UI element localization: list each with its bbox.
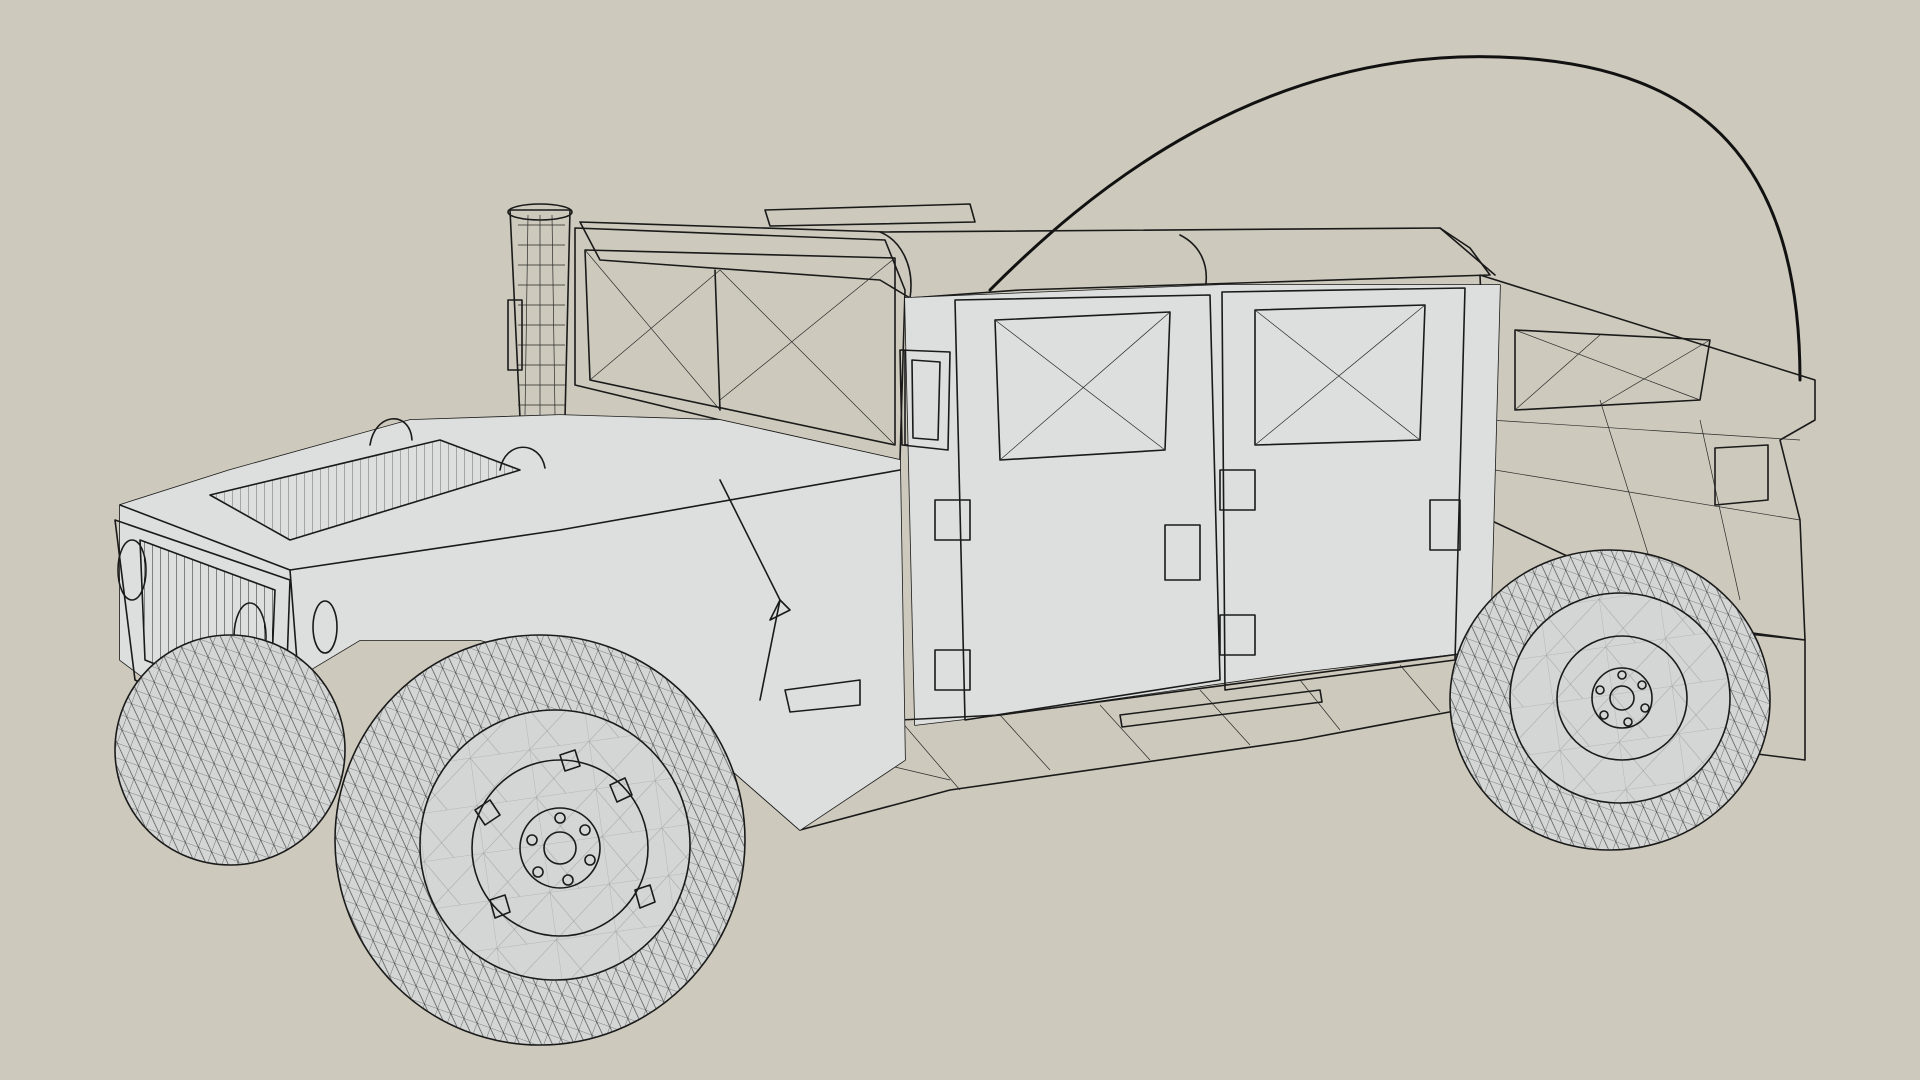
rear-wheel (1449, 549, 1771, 851)
front-far-wheel (114, 634, 346, 866)
turn-signal-icon (312, 600, 338, 654)
left-headlight-icon (117, 539, 147, 601)
antenna (988, 55, 1802, 382)
air-intake-stack (507, 203, 573, 419)
doors (899, 284, 1501, 728)
front-near-wheel (334, 634, 746, 1046)
cab-roof (579, 203, 1496, 299)
